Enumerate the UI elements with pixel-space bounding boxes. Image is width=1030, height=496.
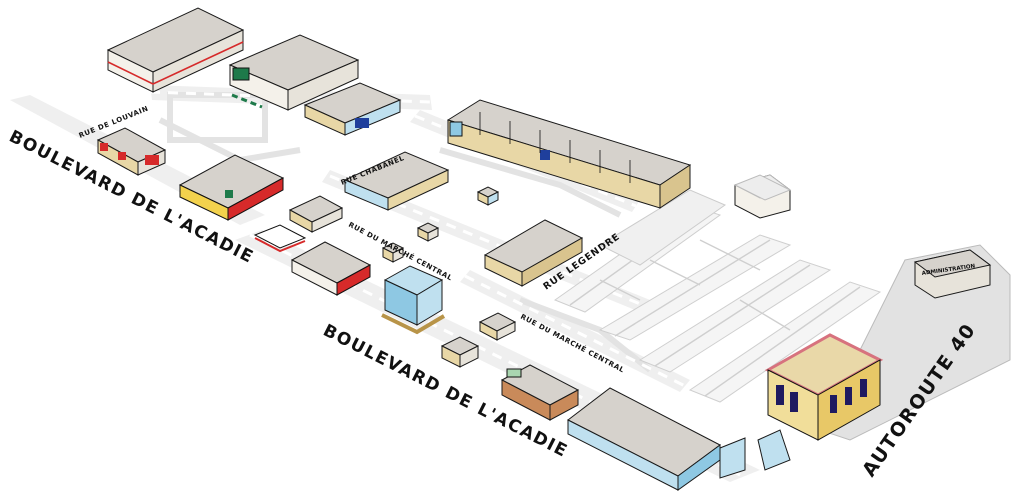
shops-mid-left[interactable]: [290, 241, 372, 296]
shops-top-strip[interactable]: [303, 82, 402, 136]
gas-station[interactable]: [253, 224, 307, 253]
building-small-2[interactable]: [478, 312, 517, 341]
shops-chabanel[interactable]: [343, 151, 450, 211]
building-top-center[interactable]: [228, 34, 360, 111]
shops-louvain[interactable]: [96, 127, 167, 176]
kiosk-3[interactable]: [381, 242, 405, 263]
glass-tower[interactable]: [381, 265, 446, 335]
building-top-left[interactable]: [106, 7, 245, 93]
annex-gray[interactable]: [733, 174, 792, 201]
building-small-3[interactable]: [440, 336, 480, 368]
store-yellow-red[interactable]: [178, 154, 285, 221]
building-small-1[interactable]: [288, 195, 344, 233]
shops-legendre[interactable]: [483, 219, 584, 287]
mall-lower[interactable]: [567, 387, 746, 491]
brick-building[interactable]: [500, 364, 580, 421]
office-yellow[interactable]: [757, 333, 884, 471]
shops-long-row[interactable]: [446, 99, 692, 209]
kiosk-2[interactable]: [416, 222, 440, 242]
kiosk-1[interactable]: [476, 186, 500, 206]
